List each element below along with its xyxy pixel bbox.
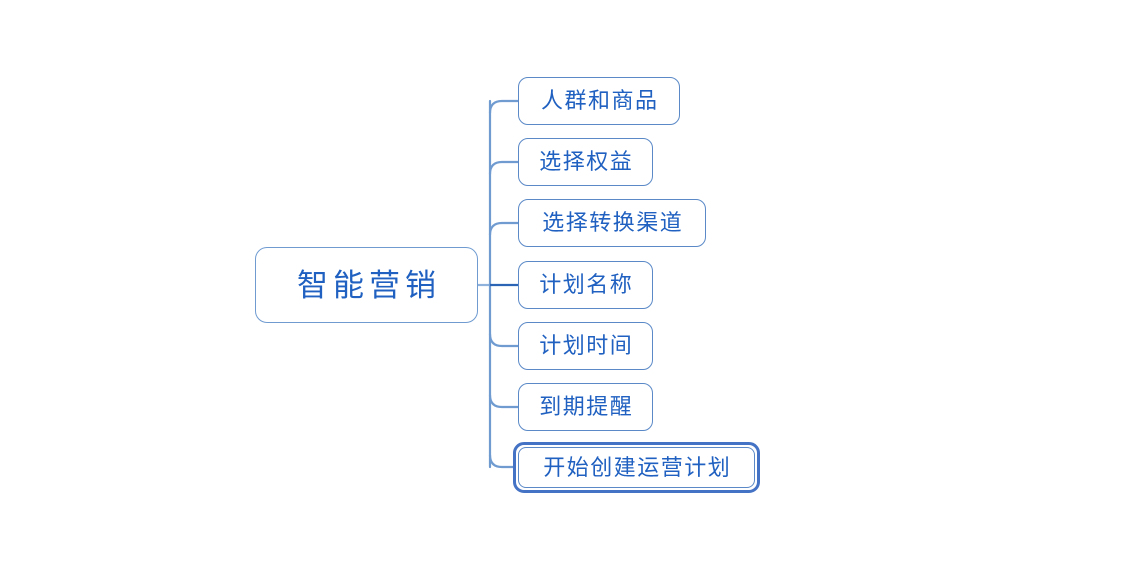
child-node-label: 人群和商品 xyxy=(540,88,659,113)
root-node[interactable]: 智能营销 xyxy=(255,247,478,323)
child-node-label: 计划名称 xyxy=(539,272,634,297)
child-node-select-benefits[interactable]: 选择权益 xyxy=(518,138,653,186)
child-node-label: 到期提醒 xyxy=(539,394,634,419)
connector-branch-4 xyxy=(488,332,520,348)
connector-branch-2 xyxy=(488,221,520,237)
child-node-label: 选择权益 xyxy=(539,149,634,174)
child-node-label: 计划时间 xyxy=(539,333,634,358)
connector-branch-0 xyxy=(488,99,520,115)
child-node-select-conversion-channel[interactable]: 选择转换渠道 xyxy=(518,199,706,247)
connector-branch-1 xyxy=(488,160,520,176)
child-node-start-create-operation-plan[interactable]: 开始创建运营计划 xyxy=(518,447,755,488)
child-node-plan-time[interactable]: 计划时间 xyxy=(518,322,653,370)
child-node-label: 开始创建运营计划 xyxy=(543,454,732,480)
child-node-label: 选择转换渠道 xyxy=(542,210,684,235)
selected-node-highlight-frame[interactable]: 开始创建运营计划 xyxy=(513,442,760,493)
root-node-label: 智能营销 xyxy=(297,267,441,303)
child-node-people-and-products[interactable]: 人群和商品 xyxy=(518,77,680,125)
child-node-plan-name[interactable]: 计划名称 xyxy=(518,261,653,309)
child-node-expiry-reminder[interactable]: 到期提醒 xyxy=(518,383,653,431)
connector-branch-5 xyxy=(488,393,520,409)
